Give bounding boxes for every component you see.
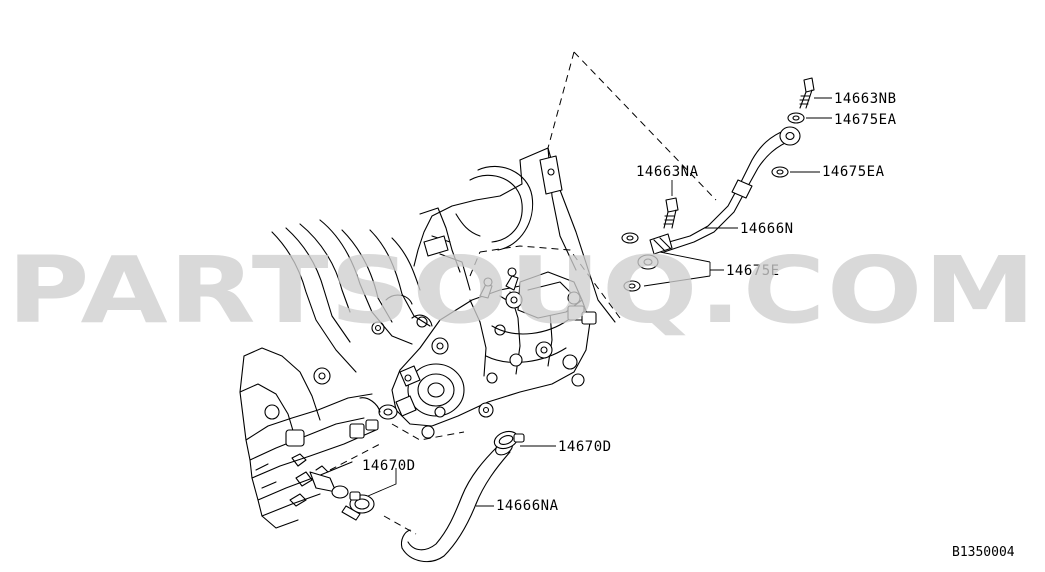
egr-valve-assembly <box>359 267 597 439</box>
leader-lines <box>367 97 832 507</box>
diagram-code: B1350004 <box>952 545 1015 560</box>
callout-14670d-right: 14670D <box>558 439 612 455</box>
callout-14663na: 14663NA <box>636 164 699 180</box>
callout-14675ea-mid: 14675EA <box>822 164 885 180</box>
callout-14670d-left: 14670D <box>362 458 416 474</box>
watermark-text: PARTSOUQ.COM <box>7 237 1037 344</box>
clamp-14670d-left-drawing <box>341 491 375 521</box>
egr-tube <box>649 126 801 255</box>
callout-14663nb: 14663NB <box>834 91 897 107</box>
callout-14666n: 14666N <box>740 221 794 237</box>
assembly-dashed-lines <box>329 51 717 535</box>
washer-14675ea-top-drawing <box>787 112 805 124</box>
washer-14675e-pair-drawing <box>621 232 659 292</box>
bolt-14663na-drawing <box>663 197 679 229</box>
bolt-14663nb-drawing <box>799 77 815 109</box>
callout-14675e: 14675E <box>726 263 780 279</box>
callout-14666na: 14666NA <box>496 498 559 514</box>
vacuum-fitting-drawing <box>309 465 349 499</box>
washer-14675ea-mid-drawing <box>771 166 789 178</box>
engine-block-outline <box>239 147 616 529</box>
callout-14675ea-top: 14675EA <box>834 112 897 128</box>
clamp-14670d-right-drawing <box>493 430 525 450</box>
